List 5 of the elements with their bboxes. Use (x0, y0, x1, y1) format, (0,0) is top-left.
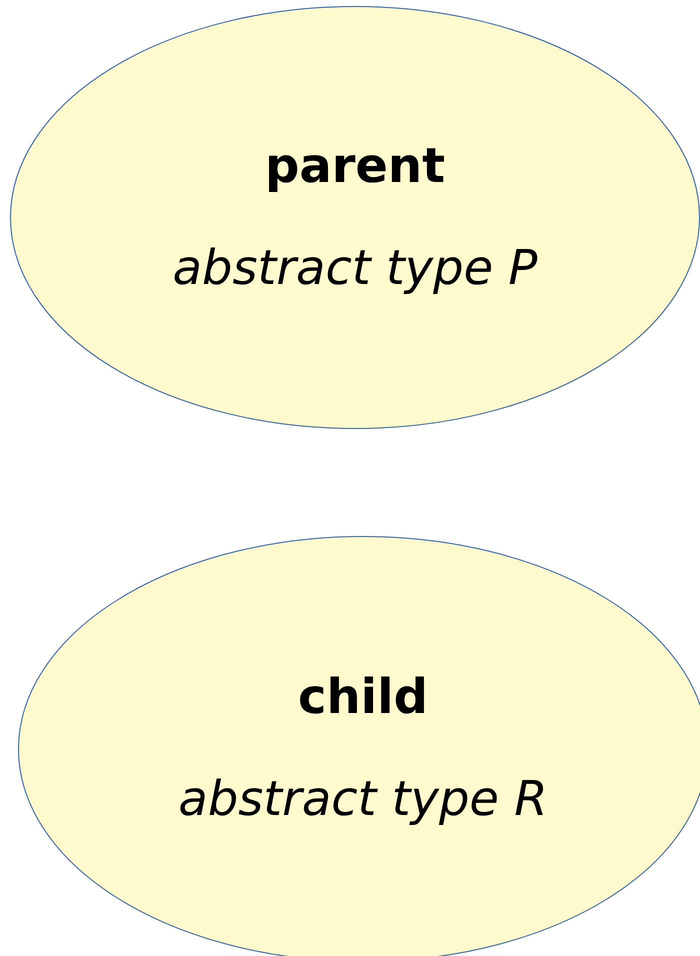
node-title: child (298, 669, 428, 727)
node-title: parent (264, 138, 446, 196)
type-label: abstract type R (178, 771, 548, 829)
type-label: abstract type P (172, 240, 538, 298)
ellipse-node (10, 6, 700, 429)
